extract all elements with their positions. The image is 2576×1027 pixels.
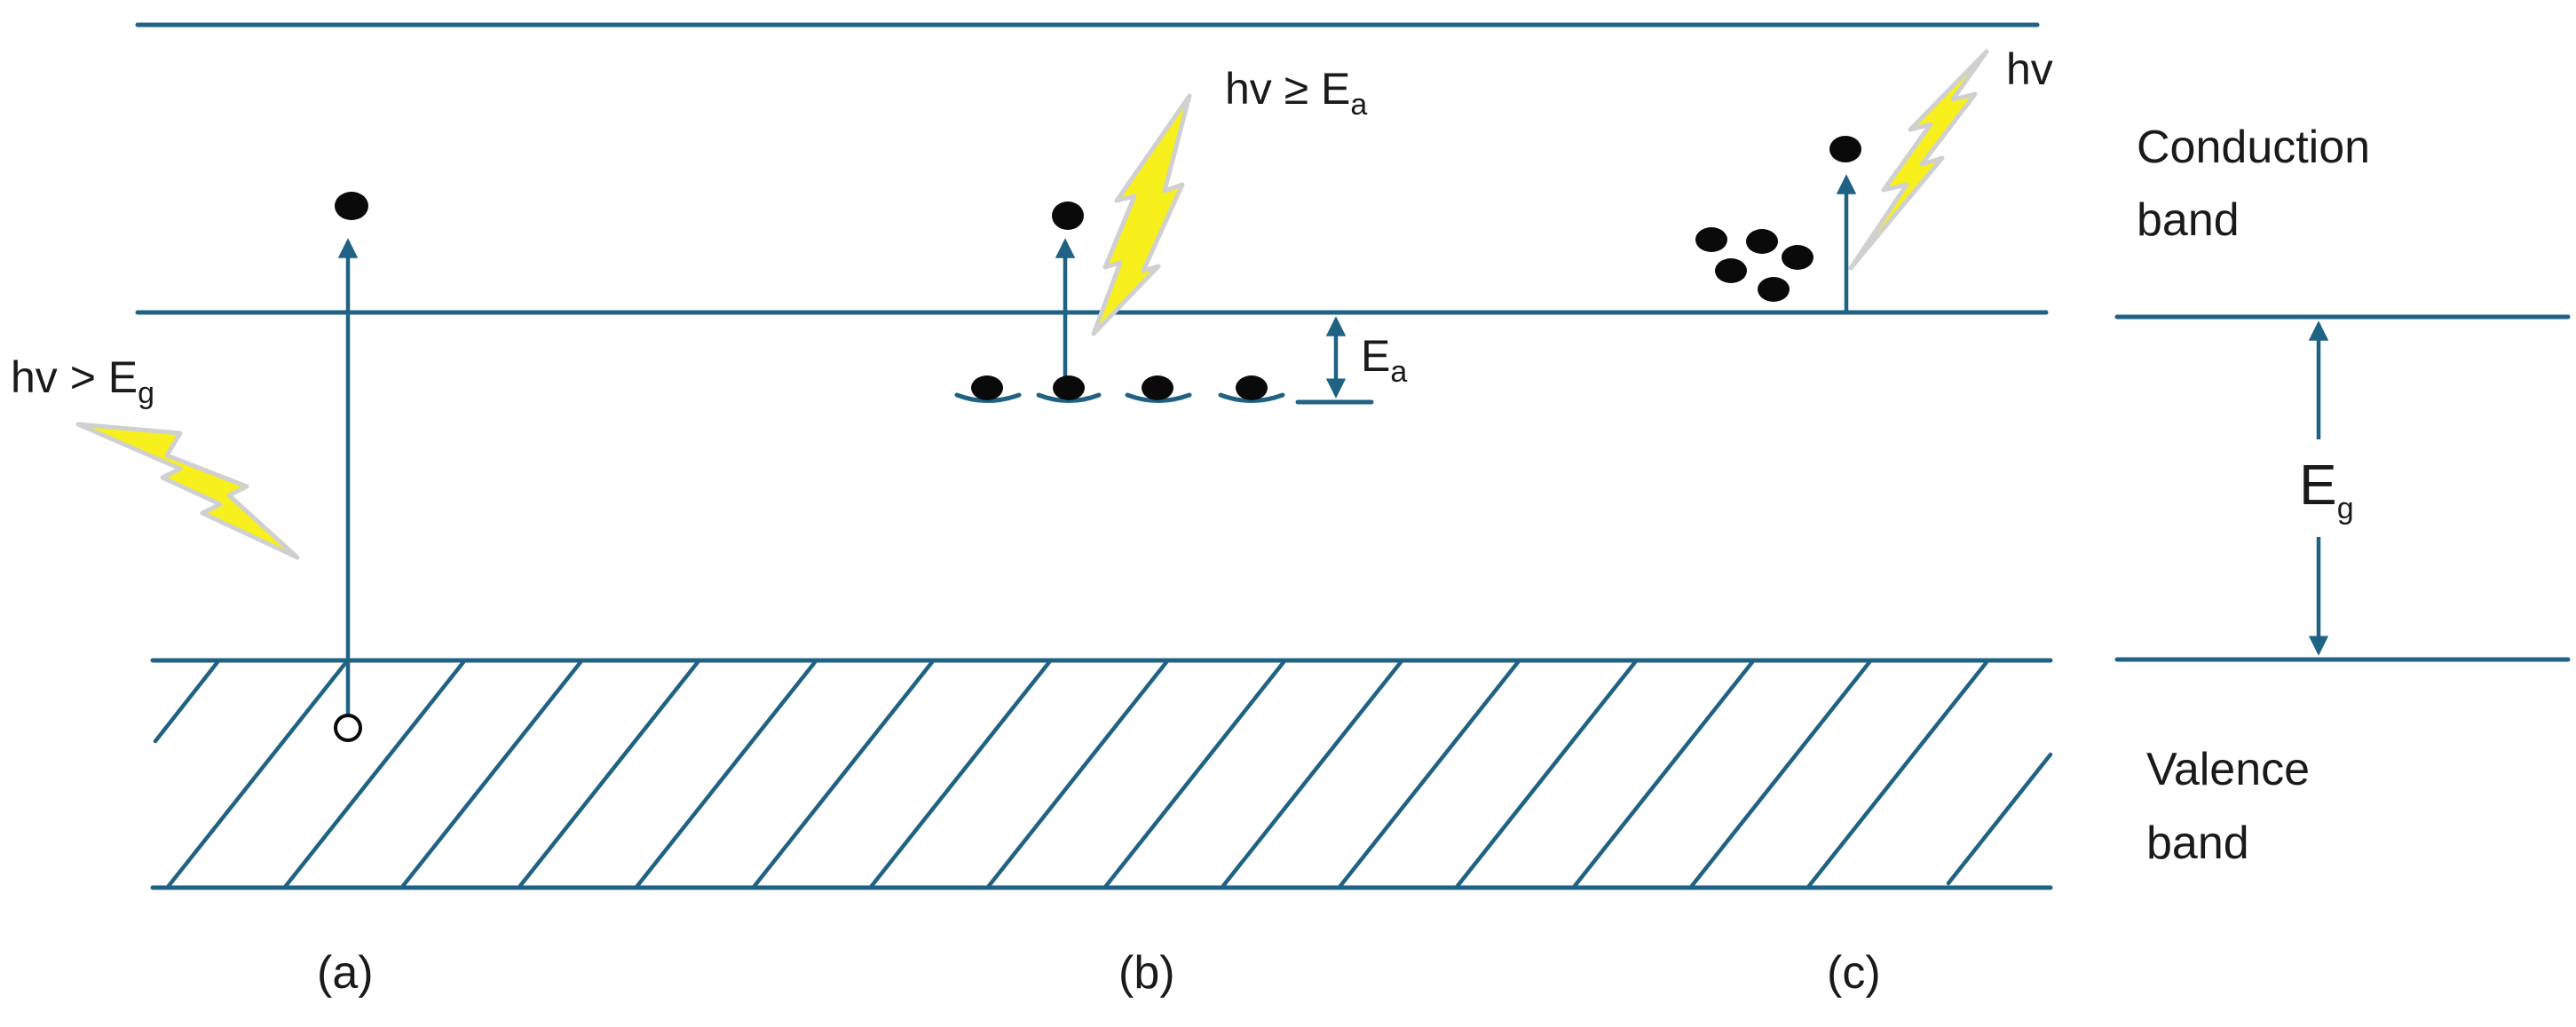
band-gap-label: Eg <box>2299 453 2354 525</box>
valence-band-label-line1: Valence <box>2146 744 2310 795</box>
hatch-line <box>869 660 1052 889</box>
photon-label-c: hv <box>2006 44 2053 94</box>
cluster-electron-1 <box>1695 227 1727 252</box>
donor-level-4 <box>1218 392 1285 403</box>
hatch-line <box>166 660 349 889</box>
panel-c: hv (c) <box>1695 44 2053 999</box>
photon-bolt-icon <box>75 422 300 560</box>
electron-excited-c <box>1829 136 1861 162</box>
donor-electron-1 <box>971 375 1003 400</box>
donor-electron-3 <box>1142 375 1173 400</box>
hatch-line <box>752 660 935 889</box>
valence-band-hatching <box>153 660 1989 889</box>
photon-label-b: hv ≥ Ea <box>1225 64 1367 122</box>
donor-level-1 <box>954 392 1022 403</box>
panel-caption-c: (c) <box>1827 947 1881 999</box>
conduction-band-label-line1: Conduction <box>2137 122 2370 173</box>
photon-bolt-icon <box>1848 49 1989 271</box>
hatch-line <box>1455 660 1638 889</box>
conduction-band-label-line2: band <box>2137 194 2240 246</box>
hatch-line <box>986 660 1169 889</box>
hatch-line <box>1689 660 1872 889</box>
donor-electron-2 <box>1053 375 1085 400</box>
activation-energy-label: Ea <box>1361 331 1407 389</box>
hatch-line <box>1338 660 1521 889</box>
donor-levels <box>954 375 1285 403</box>
donor-electron-4 <box>1236 375 1268 400</box>
hatch-line <box>518 660 700 889</box>
donor-level-2 <box>1036 392 1102 403</box>
cluster-electron-4 <box>1782 245 1813 270</box>
photon-label-a: hv > Eg <box>11 352 154 410</box>
panel-caption-b: (b) <box>1118 947 1175 999</box>
valence-band-label-line2: band <box>2146 818 2249 869</box>
hatch-line <box>283 660 466 889</box>
hatch-line <box>400 660 583 889</box>
cluster-electron-5 <box>1758 277 1790 302</box>
hatch-line <box>153 660 220 744</box>
electron-a <box>335 192 368 220</box>
cluster-electron-2 <box>1746 229 1778 254</box>
hole-a <box>334 714 362 742</box>
panel-caption-a: (a) <box>317 947 374 999</box>
panel-b: hv ≥ Ea Ea (b) <box>954 64 1407 999</box>
electron-cluster <box>1695 227 1813 302</box>
hatch-fragment-right <box>1946 752 2053 886</box>
cluster-electron-3 <box>1715 258 1747 283</box>
hatch-line <box>1103 660 1286 889</box>
panel-a: hv > Eg (a) <box>11 192 374 999</box>
hatch-line <box>1806 660 1989 889</box>
photon-bolt-icon <box>1091 93 1192 336</box>
hatch-line <box>1572 660 1755 889</box>
donor-level-3 <box>1125 392 1192 403</box>
electron-excited-b <box>1052 201 1084 230</box>
hatch-line <box>635 660 818 889</box>
hatch-line <box>1221 660 1403 889</box>
